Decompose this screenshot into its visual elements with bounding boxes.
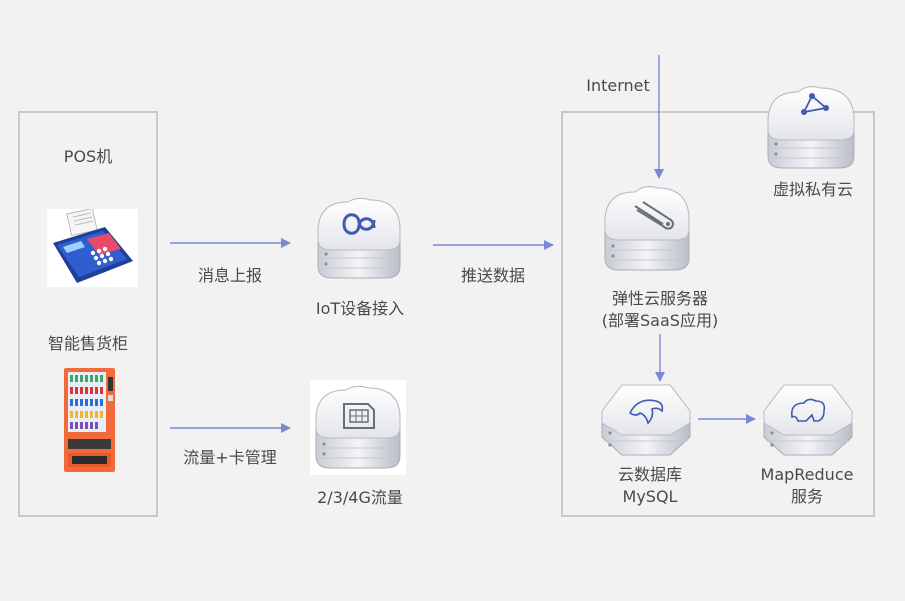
hadoop-elephant-icon: [763, 384, 853, 456]
pos-label: POS机: [63, 147, 113, 166]
vending-label: 智能售货柜: [47, 334, 128, 353]
mr-label-line1: MapReduce: [760, 465, 854, 484]
push-label: 推送数据: [460, 266, 525, 285]
mr-label-line2: 服务: [790, 487, 823, 506]
flow-label: 2/3/4G流量: [317, 488, 403, 507]
vpc-label: 虚拟私有云: [772, 180, 853, 199]
mysql-dolphin-icon: [601, 384, 691, 456]
ecs-cloud-icon: [604, 186, 690, 271]
mysql-label-line1: 云数据库: [617, 465, 682, 484]
ecs-label-line1: 弹性云服务器: [611, 289, 708, 308]
sim-card-cloud-icon: [310, 380, 406, 475]
vending-machine-icon: [63, 367, 116, 474]
ecs-label-line2: (部署SaaS应用): [601, 311, 719, 330]
report-label: 消息上报: [197, 266, 262, 285]
iot-cloud-icon: [317, 197, 401, 279]
mysql-label-line2: MySQL: [622, 487, 678, 506]
vpc-cloud-icon: [767, 86, 855, 169]
cloud-group-box: [561, 111, 875, 517]
pos-terminal-icon: [47, 207, 138, 287]
internet-label: Internet: [586, 76, 650, 95]
device-group-box: [18, 111, 158, 517]
iot-label: IoT设备接入: [315, 299, 405, 318]
traffic-label: 流量+卡管理: [183, 448, 277, 467]
